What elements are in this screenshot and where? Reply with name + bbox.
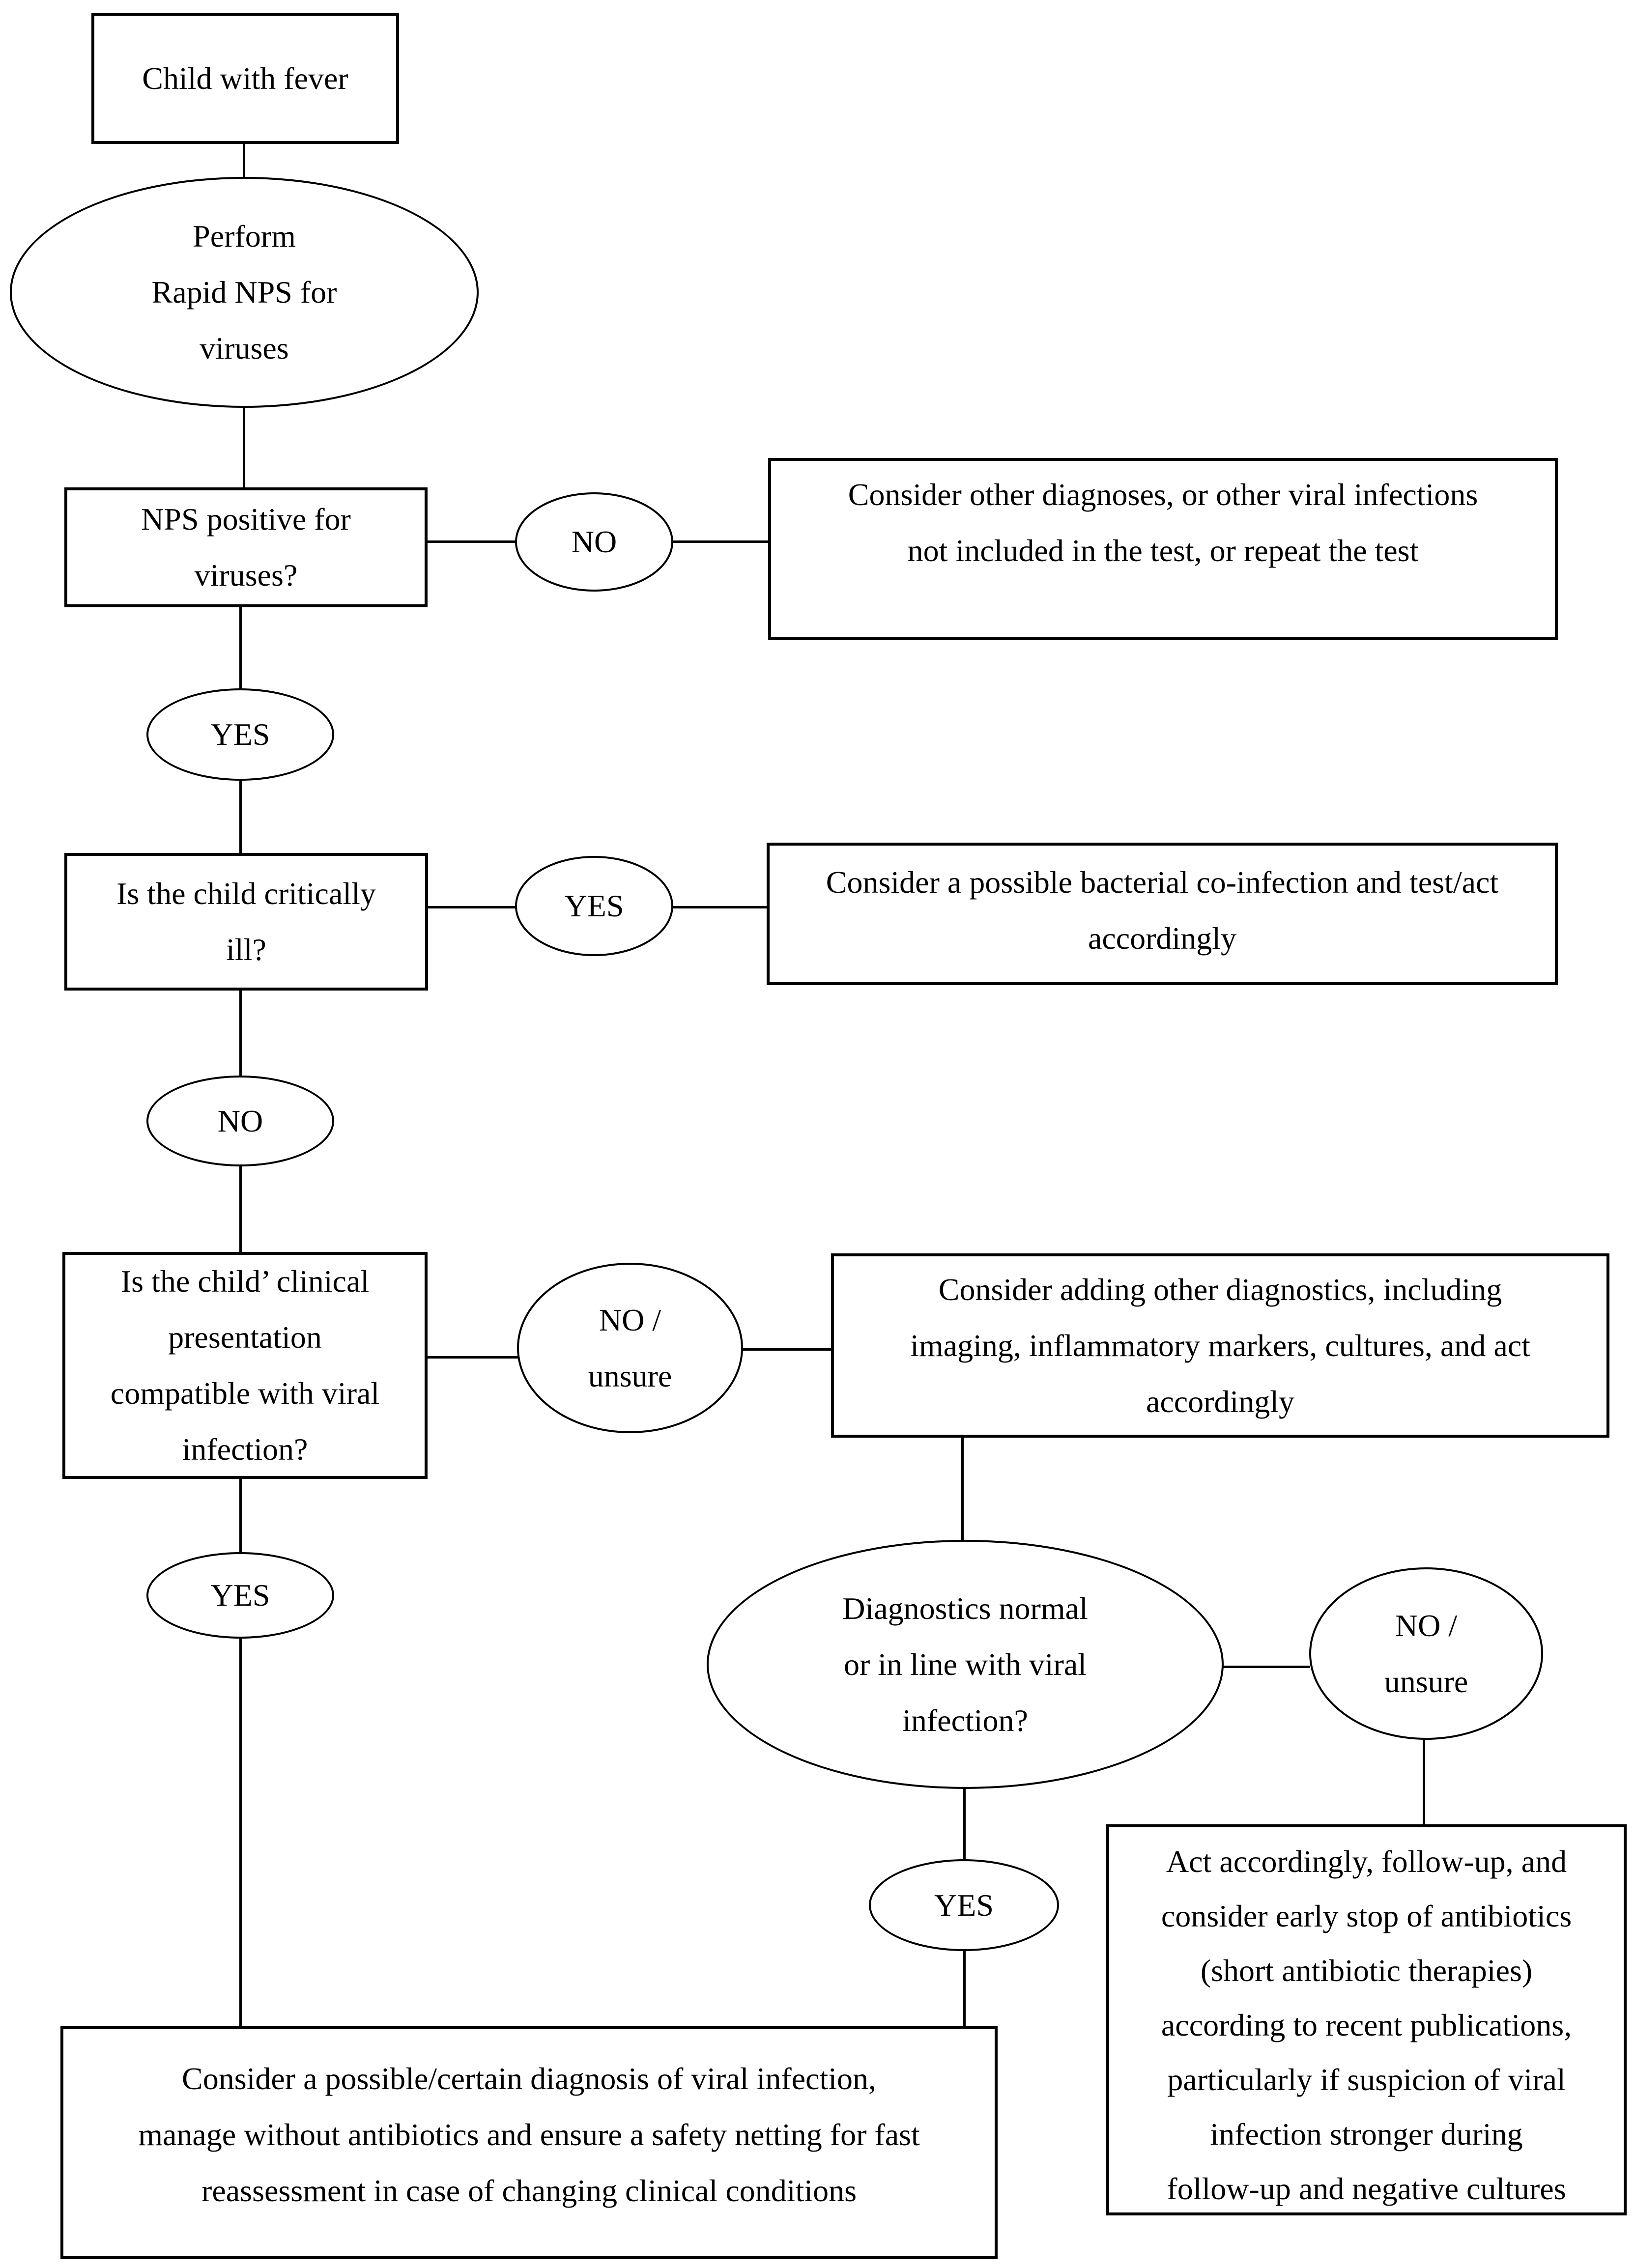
label-yes-4: YES <box>869 1859 1059 1951</box>
node-perform-rapid-nps: Perform Rapid NPS for viruses <box>10 177 479 408</box>
connector <box>239 606 242 689</box>
connector <box>672 540 769 543</box>
node-viral-diagnosis-management: Consider a possible/certain diagnosis of… <box>60 2026 998 2259</box>
connector <box>672 906 768 908</box>
node-adding-diagnostics: Consider adding other diagnostics, inclu… <box>831 1253 1609 1438</box>
connector <box>239 1478 242 1553</box>
node-diagnostics-normal-question: Diagnostics normal or in line with viral… <box>707 1540 1224 1789</box>
node-consider-other-diagnoses: Consider other diagnoses, or other viral… <box>768 458 1558 640</box>
connector <box>427 906 516 908</box>
connector <box>1423 1739 1425 1825</box>
connector <box>243 407 245 488</box>
label-yes-2: YES <box>515 856 673 956</box>
connector <box>239 990 242 1077</box>
label-no-unsure-1: NO / unsure <box>517 1263 743 1433</box>
node-nps-positive-question: NPS positive for viruses? <box>64 487 428 607</box>
label-no-2: NO <box>146 1076 334 1166</box>
node-bacterial-coinfection: Consider a possible bacterial co-infecti… <box>767 843 1558 985</box>
connector <box>243 144 245 178</box>
connector <box>1223 1666 1310 1668</box>
connector <box>963 1788 966 1860</box>
label-no-1: NO <box>515 492 673 592</box>
label-yes-1: YES <box>146 688 334 781</box>
label-no-unsure-2: NO / unsure <box>1309 1567 1543 1740</box>
connector <box>239 780 242 854</box>
connector <box>427 540 516 543</box>
connector <box>239 1165 242 1253</box>
connector <box>963 1950 966 2027</box>
label-yes-3: YES <box>146 1552 334 1639</box>
node-act-accordingly-followup: Act accordingly, follow-up, and consider… <box>1106 1824 1627 2215</box>
connector <box>961 1437 964 1541</box>
connector <box>742 1348 832 1351</box>
connector <box>239 1638 242 2027</box>
node-child-with-fever: Child with fever <box>91 13 399 144</box>
node-clinical-presentation-question: Is the child’ clinical presentation comp… <box>62 1252 428 1479</box>
node-critically-ill-question: Is the child critically ill? <box>64 853 428 991</box>
connector <box>427 1356 518 1359</box>
